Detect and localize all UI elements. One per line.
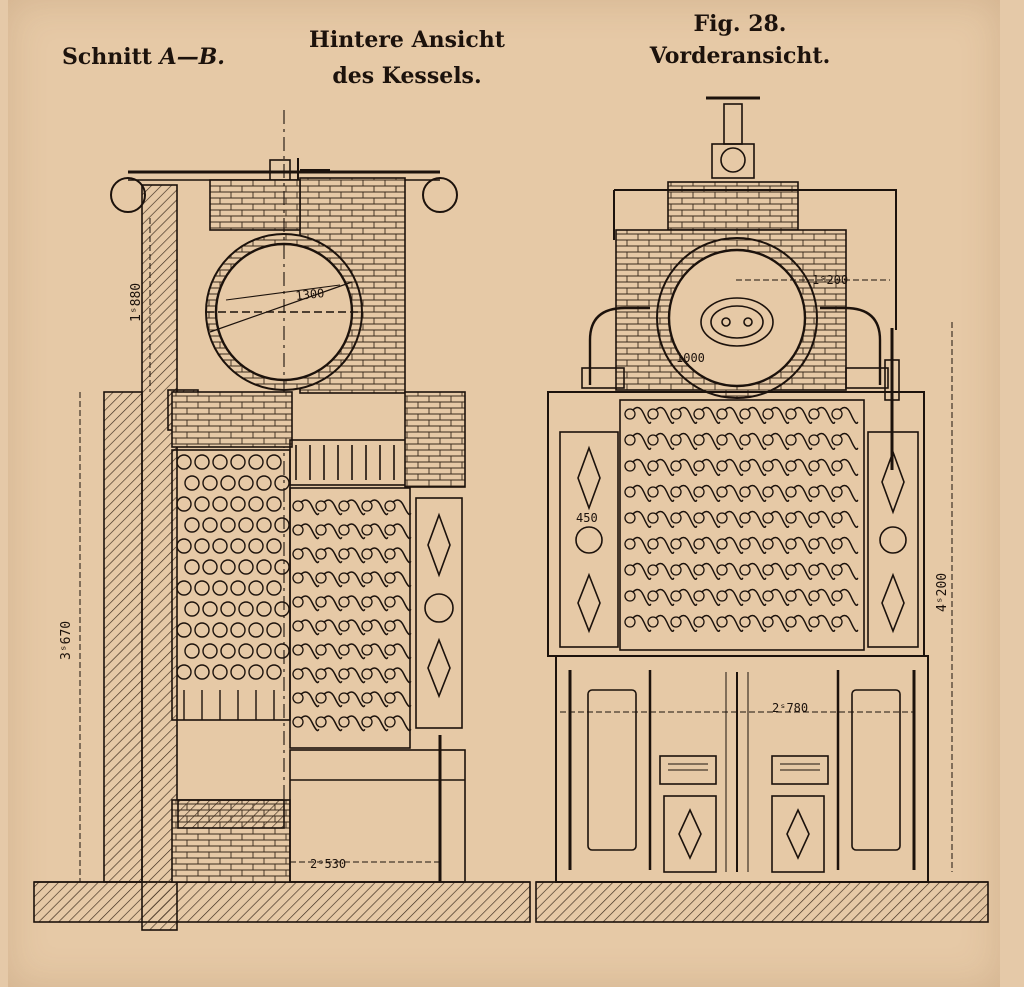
rear-side-panel bbox=[415, 497, 463, 729]
steam-drum-front bbox=[667, 248, 807, 388]
figure-caption: Fig. 28. Vorderansicht. bbox=[630, 8, 850, 72]
dim-door-width: 2ˢ780 bbox=[772, 701, 808, 715]
tube-bank-rear bbox=[289, 487, 411, 749]
ground-left bbox=[33, 881, 531, 923]
dim-base-width: 2ˢ530 bbox=[310, 857, 346, 871]
left-door-panel bbox=[559, 431, 619, 648]
dim-tube-span: 1ˢ200 bbox=[812, 273, 848, 287]
dim-drum-left: 1300 bbox=[295, 286, 325, 303]
rear-header bbox=[289, 439, 411, 486]
rear-view-caption: Hintere Ansicht des Kessels. bbox=[292, 22, 522, 94]
section-caption: Schnitt A—B. bbox=[62, 44, 225, 70]
dim-drum-front: 1000 bbox=[676, 351, 705, 365]
rear-view-line1: Hintere Ansicht bbox=[309, 27, 505, 53]
ground-right bbox=[535, 881, 989, 923]
dim-height-left: 3ˢ670 bbox=[59, 621, 74, 660]
outer-wall bbox=[103, 391, 143, 883]
right-door-panel bbox=[867, 431, 919, 648]
dim-height-right: 4ˢ200 bbox=[935, 573, 950, 612]
tube-bank-front bbox=[619, 399, 865, 651]
section-label: A—B. bbox=[159, 44, 225, 70]
dim-side-width: 450 bbox=[576, 511, 598, 525]
chimney-wall bbox=[141, 184, 178, 931]
tube-grid-rear bbox=[292, 499, 412, 732]
front-view-caption: Vorderansicht. bbox=[649, 43, 831, 69]
section-prefix: Schnitt bbox=[62, 44, 160, 70]
tube-grid-front bbox=[624, 406, 859, 633]
tube-grid-section bbox=[176, 454, 290, 720]
dim-height-small: 1ˢ880 bbox=[129, 283, 144, 322]
fire-door-left bbox=[659, 755, 717, 785]
fire-door-right bbox=[771, 755, 829, 785]
figure-number: Fig. 28. bbox=[693, 11, 787, 37]
rear-view-line2: des Kessels. bbox=[332, 63, 482, 89]
lower-casing bbox=[555, 655, 929, 883]
